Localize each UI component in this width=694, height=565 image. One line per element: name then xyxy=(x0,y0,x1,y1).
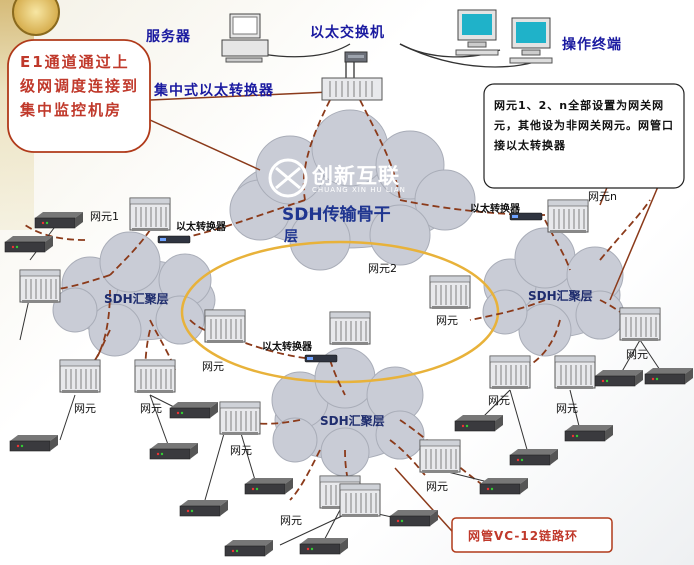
gateway-note: 网元1、2、n全部设置为网关网元，其他设为非网关网元。网管口接以太转换器 xyxy=(494,99,674,152)
label-ne-h: 网元 xyxy=(230,444,252,457)
watermark-logo-icon xyxy=(268,158,308,198)
label-ne-f: 网元 xyxy=(556,402,578,415)
label-central-converter: 集中式以太转换器 xyxy=(154,83,274,99)
ethernet-switch-device xyxy=(344,51,368,63)
label-eth-switch: 以太交换机 xyxy=(310,25,385,41)
e1-note: E1通道通过上级网调度连接到集中监控机房 xyxy=(20,53,140,119)
central-converter-device xyxy=(321,77,383,101)
e1-note-box xyxy=(7,39,151,153)
terminal-1 xyxy=(455,9,499,56)
label-ne-g: 网元 xyxy=(626,348,648,361)
terminal-2 xyxy=(509,17,553,64)
watermark-text: 创新互联 xyxy=(312,164,400,188)
label-sdh-backbone: SDH传输骨干 xyxy=(282,205,391,225)
label-sdh-conv-right: SDH汇聚层 xyxy=(528,289,593,303)
label-server: 服务器 xyxy=(146,29,191,45)
gateway-note-box xyxy=(483,83,685,189)
label-sdh-conv-bottom: SDH汇聚层 xyxy=(320,414,385,428)
vc12-ring xyxy=(180,240,500,384)
watermark-subtext: CHUANG XIN HU LIAN xyxy=(312,186,406,194)
label-ne-i: 网元 xyxy=(280,514,302,527)
label-ne-j: 网元 xyxy=(426,480,448,493)
right-cloud xyxy=(482,227,625,357)
vc12-note-box xyxy=(451,517,613,553)
label-ne-b: 网元 xyxy=(74,402,96,415)
server-pc xyxy=(221,13,269,63)
label-eth-conv-right: 以太转换器 xyxy=(470,204,520,215)
label-eth-conv-center: 以太转换器 xyxy=(262,342,312,353)
label-op-terminal: 操作终端 xyxy=(562,37,622,53)
vc12-note: 网管VC-12链路环 xyxy=(468,529,579,543)
top-cables xyxy=(261,43,546,80)
label-ne-e: 网元 xyxy=(488,394,510,407)
label-eth-conv-left: 以太转换器 xyxy=(176,222,226,233)
label-sdh-conv-left: SDH汇聚层 xyxy=(104,292,169,306)
label-ne-a: 网元 xyxy=(202,360,224,373)
label-ne-c: 网元 xyxy=(140,402,162,415)
label-nen: 网元n xyxy=(588,190,617,203)
label-ne-d: 网元 xyxy=(436,314,458,327)
left-cloud xyxy=(52,231,216,357)
label-sdh-backbone-2: 层 xyxy=(284,229,298,245)
label-ne1: 网元1 xyxy=(90,210,119,223)
label-ne2: 网元2 xyxy=(368,262,397,275)
